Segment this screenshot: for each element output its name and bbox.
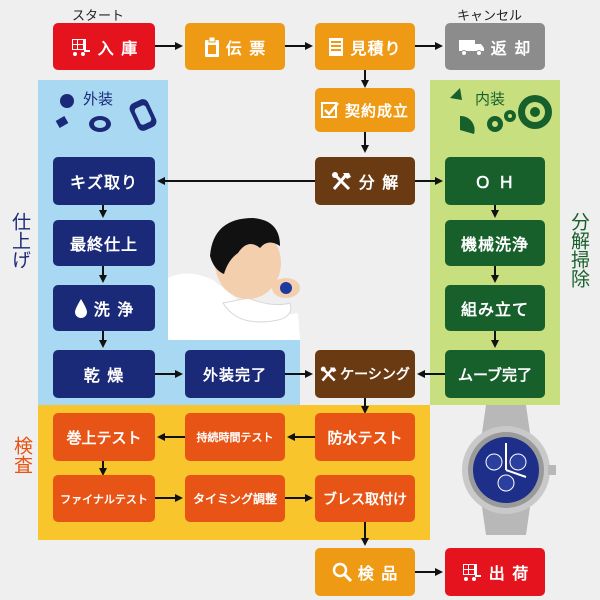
clipboard-icon [204, 36, 220, 57]
node-kenpin-label: 検 品 [357, 564, 399, 583]
document-icon [328, 37, 344, 57]
magnifier-icon [332, 562, 352, 582]
node-kizutori-label: キズ取り [69, 173, 138, 192]
node-casing[interactable]: ケーシング [315, 350, 415, 398]
node-kumitate[interactable]: 組み立て [445, 285, 545, 331]
node-makiage[interactable]: 巻上テスト [53, 413, 155, 461]
start-label: スタート [72, 9, 125, 24]
cart-icon [70, 38, 92, 56]
node-denpyo[interactable]: 伝 票 [185, 23, 285, 70]
inspection-side-label: 検査 [10, 436, 34, 479]
node-bosui[interactable]: 防水テスト [315, 413, 415, 461]
disassembly-side-label: 分解掃除 [566, 212, 592, 293]
node-casing-label: ケーシング [340, 367, 410, 383]
node-saishu-label: 最終仕上 [69, 235, 138, 254]
node-kanso[interactable]: 乾 燥 [53, 350, 155, 398]
inspection-label: 検査 [11, 436, 33, 474]
interior-header: 内装 [440, 86, 555, 141]
node-movement[interactable]: ムーブ完了 [445, 350, 545, 398]
checkbox-icon [320, 101, 339, 119]
drop-icon [74, 298, 88, 318]
finish-side-label: 仕上げ [8, 212, 32, 274]
node-nyuko-label: 入 庫 [97, 38, 139, 58]
node-bracelet-label: ブレス取付け [323, 491, 407, 508]
node-senjo-label: 洗 浄 [93, 300, 135, 319]
exterior-header: 外装 [55, 86, 165, 136]
node-shukka-label: 出 荷 [488, 564, 530, 583]
node-kizutori[interactable]: キズ取り [53, 157, 155, 205]
node-oh[interactable]: Ｏ Ｈ [445, 157, 545, 205]
node-gaiso-label: 外装完了 [202, 365, 267, 384]
node-mitsumori-label: 見積り [350, 38, 402, 58]
interior-label: 内装 [475, 90, 506, 108]
interior-parts-icon [450, 88, 552, 134]
node-kumitate-label: 組み立て [460, 300, 529, 319]
exterior-parts-icon [55, 94, 157, 132]
worker-illustration [168, 218, 300, 340]
node-movement-label: ムーブ完了 [457, 365, 533, 384]
node-henkyaku[interactable]: 返 却 [445, 23, 545, 70]
node-senjo[interactable]: 洗 浄 [53, 285, 155, 331]
node-kanso-label: 乾 燥 [83, 366, 125, 385]
node-jizoku[interactable]: 持続時間テスト [185, 413, 285, 461]
node-denpyo-label: 伝 票 [225, 38, 267, 58]
node-kenpin[interactable]: 検 品 [315, 548, 415, 596]
node-final[interactable]: ファイナルテスト [53, 475, 155, 522]
wristwatch-illustration [462, 405, 556, 535]
node-gaiso[interactable]: 外装完了 [185, 350, 285, 398]
node-nyuko[interactable]: 入 庫 [53, 23, 155, 70]
node-kikai-label: 機械洗浄 [460, 235, 529, 254]
disassembly-cleaning-label: 分解掃除 [568, 212, 590, 288]
node-henkyaku-label: 返 却 [490, 38, 532, 58]
node-saishu[interactable]: 最終仕上 [53, 220, 155, 266]
node-timing-label: タイミング調整 [192, 492, 277, 506]
node-shukka[interactable]: 出 荷 [445, 548, 545, 596]
node-jizoku-label: 持続時間テスト [196, 431, 274, 444]
node-keiyaku-label: 契約成立 [344, 101, 409, 120]
node-makiage-label: 巻上テスト [66, 428, 142, 447]
node-kikai[interactable]: 機械洗浄 [445, 220, 545, 266]
node-bunkai-label: 分 解 [358, 173, 400, 192]
node-bracelet[interactable]: ブレス取付け [315, 475, 415, 522]
node-mitsumori[interactable]: 見積り [315, 23, 415, 70]
truck-icon [458, 38, 485, 56]
exterior-label: 外装 [83, 90, 114, 108]
cart-icon [461, 563, 483, 581]
finish-label: 仕上げ [9, 212, 31, 269]
node-oh-label: Ｏ Ｈ [474, 173, 516, 192]
node-bunkai[interactable]: 分 解 [315, 157, 415, 205]
cancel-label: キャンセル [457, 9, 523, 24]
node-timing[interactable]: タイミング調整 [185, 475, 285, 522]
tools-icon [331, 171, 353, 191]
node-keiyaku[interactable]: 契約成立 [315, 88, 415, 132]
node-final-label: ファイナルテスト [60, 492, 148, 506]
node-bosui-label: 防水テスト [327, 428, 403, 447]
tools-icon [320, 365, 338, 383]
